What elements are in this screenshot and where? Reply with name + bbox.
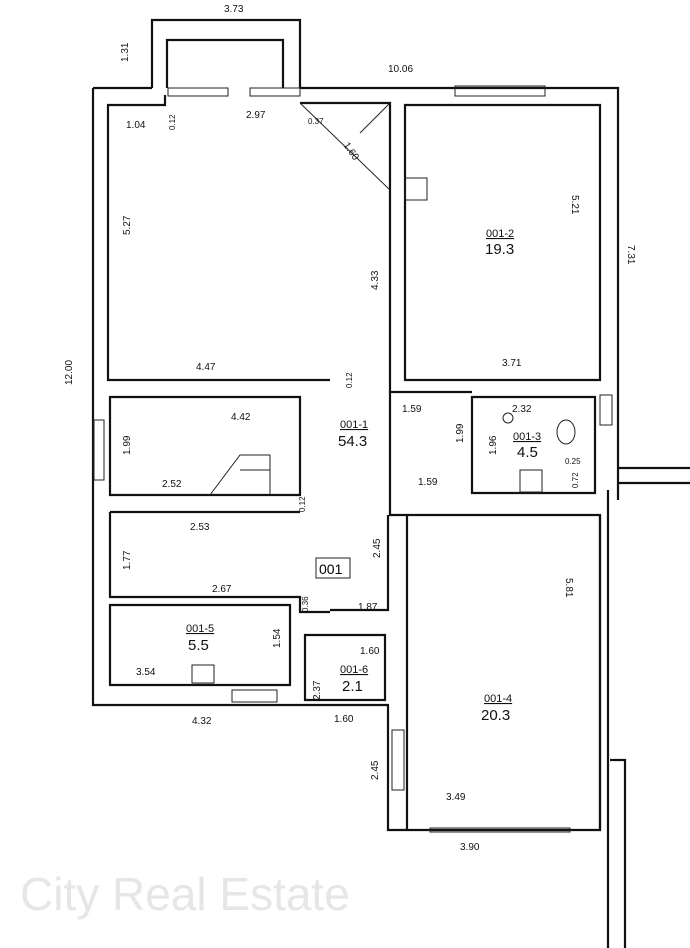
room-001-2: 001-2 19.3	[485, 228, 514, 258]
room-id: 001-2	[486, 228, 514, 240]
windows-and-fixtures	[93, 85, 613, 833]
room-id: 001-5	[186, 623, 214, 635]
room-id: 001-4	[484, 693, 512, 705]
dim: 1.54	[272, 628, 283, 648]
room-id: 001-6	[340, 664, 368, 676]
dim: 1.04	[126, 120, 146, 131]
dim: 4.33	[370, 270, 381, 290]
dim: 1.99	[122, 435, 133, 455]
room-area: 4.5	[517, 444, 538, 461]
room-001-1: 001-1 54.3	[338, 419, 368, 450]
dim: 1.96	[488, 435, 499, 455]
watermark: City Real Estate	[20, 868, 350, 920]
dim: 3.71	[502, 358, 522, 369]
room-001-3: 001-3 4.5	[513, 431, 541, 461]
room-001-5: 001-5 5.5	[186, 623, 214, 654]
room-area: 19.3	[485, 241, 514, 258]
dim: 1.77	[122, 550, 133, 570]
dim: 10.06	[388, 64, 413, 75]
dim: 2.52	[162, 479, 182, 490]
room-001-4: 001-4 20.3	[481, 693, 512, 724]
dim: 4.42	[231, 412, 251, 423]
dim: 1.99	[455, 423, 466, 443]
dim: 5.21	[569, 195, 580, 215]
room-area: 5.5	[188, 637, 209, 654]
dim: 4.47	[196, 362, 216, 373]
unit-label-box	[315, 557, 351, 579]
room-area: 2.1	[342, 678, 363, 695]
dim: 7.31	[625, 245, 636, 265]
dim: 12.00	[64, 360, 75, 385]
room-id: 001-3	[513, 431, 541, 443]
dim: 2.53	[190, 522, 210, 533]
dim: 1.59	[402, 404, 422, 415]
room-area: 54.3	[338, 433, 367, 450]
dim: 2.67	[212, 584, 232, 595]
dim: 3.54	[136, 667, 156, 678]
dim: 0.72	[571, 472, 580, 488]
dim: 0.36	[301, 596, 310, 612]
dim: 0.12	[298, 496, 307, 512]
dim: 0.25	[565, 457, 581, 466]
dim: 3.49	[446, 792, 466, 803]
walls	[91, 18, 690, 948]
dim: 2.97	[246, 110, 266, 121]
dim: 1.87	[358, 602, 378, 613]
dim: 3.90	[460, 842, 480, 853]
dim: 2.32	[512, 404, 532, 415]
dim: 0.12	[345, 372, 354, 388]
dim: 1.59	[418, 477, 438, 488]
dim: 3.73	[224, 4, 244, 15]
dim: 2.45	[372, 538, 383, 558]
dim: 4.32	[192, 716, 212, 727]
room-area: 20.3	[481, 707, 510, 724]
unit-label: 001	[319, 561, 343, 577]
dim: 2.45	[370, 760, 381, 780]
dim: 5.81	[563, 578, 574, 598]
dim: 1.31	[120, 42, 131, 62]
dim: 0.37	[308, 117, 324, 126]
dim: 5.27	[122, 215, 133, 235]
dim: 1.60	[360, 646, 380, 657]
dim: 2.37	[312, 680, 323, 700]
dim: 0.12	[168, 114, 177, 130]
room-id: 001-1	[340, 419, 368, 431]
dim: 1.60	[334, 714, 354, 725]
room-001-6: 001-6 2.1	[340, 664, 368, 695]
